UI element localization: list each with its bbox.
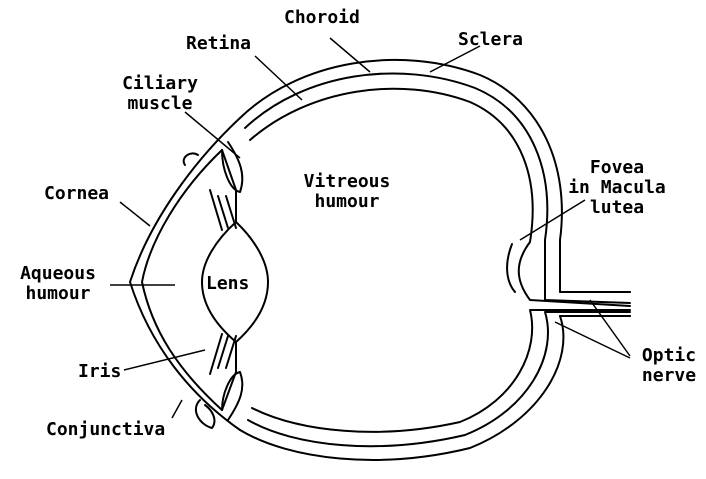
leader-retina <box>255 56 302 100</box>
label-fovea-line2: in Macula <box>562 178 672 198</box>
conjunctiva-fold <box>196 400 215 428</box>
label-choroid: Choroid <box>284 8 360 28</box>
label-fovea: Fovea in Macula lutea <box>562 158 672 218</box>
label-lens: Lens <box>206 274 249 294</box>
label-vitreous-line2: humour <box>292 192 402 212</box>
label-ciliary-line2: muscle <box>112 94 208 114</box>
label-iris: Iris <box>78 362 121 382</box>
fovea-dip <box>507 244 515 292</box>
label-aqueous-humour: Aqueous humour <box>8 264 108 304</box>
label-vitreous-line1: Vitreous <box>292 172 402 192</box>
ciliary-upper <box>222 142 242 192</box>
label-optic-nerve: Optic nerve <box>636 346 702 386</box>
label-ciliary-muscle: Ciliary muscle <box>112 74 208 114</box>
leader-cornea <box>120 202 150 226</box>
label-aqueous-line2: humour <box>8 284 108 304</box>
label-cornea: Cornea <box>44 184 109 204</box>
label-optic-line1: Optic <box>636 346 702 366</box>
leader-ciliary <box>185 112 240 158</box>
label-conjunctiva: Conjunctiva <box>46 420 165 440</box>
conjunctiva-top <box>184 153 198 165</box>
leader-conjunctiva <box>172 400 182 418</box>
label-vitreous-humour: Vitreous humour <box>292 172 402 212</box>
label-ciliary-line1: Ciliary <box>112 74 208 94</box>
label-aqueous-line1: Aqueous <box>8 264 108 284</box>
label-fovea-line1: Fovea <box>562 158 672 178</box>
label-retina: Retina <box>186 34 251 54</box>
sclera-outline <box>240 60 630 460</box>
label-fovea-line3: lutea <box>562 198 672 218</box>
label-sclera: Sclera <box>458 30 523 50</box>
retina-outline <box>250 89 630 432</box>
choroid-outline <box>245 73 630 446</box>
label-optic-line2: nerve <box>636 366 702 386</box>
ciliary-lower <box>222 372 242 420</box>
